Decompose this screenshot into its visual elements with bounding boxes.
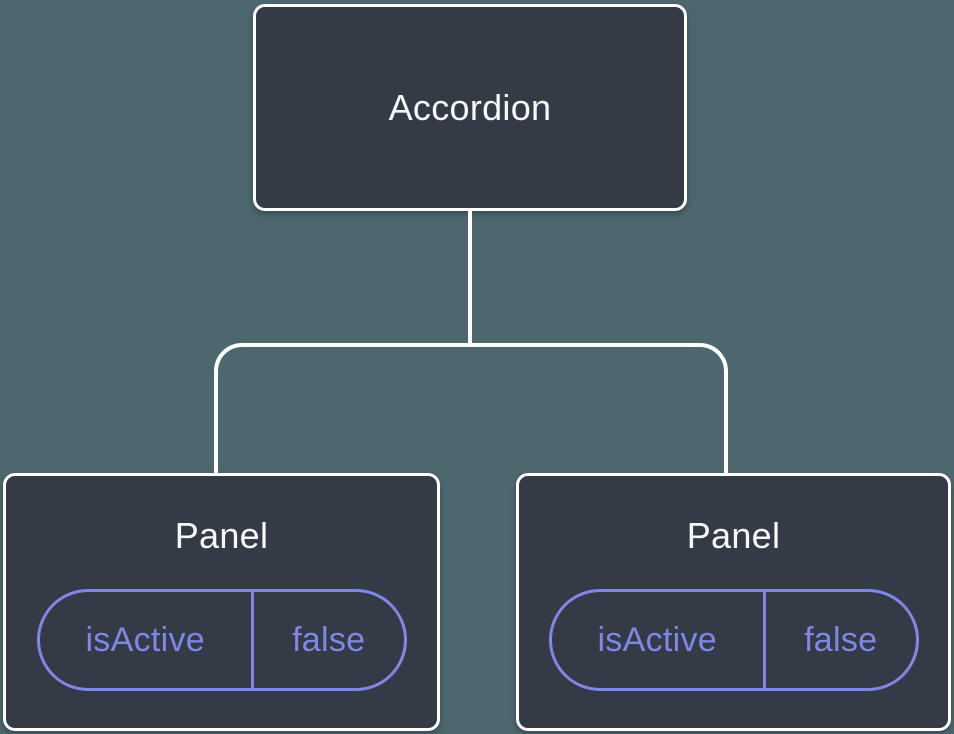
connector-stem-line [468, 209, 472, 347]
prop-value: false [292, 620, 366, 659]
node-label: Panel [174, 515, 269, 556]
prop-pill: isActive false [548, 589, 919, 691]
connector-branch-bracket [214, 343, 728, 473]
node-label: Accordion [388, 86, 552, 128]
prop-pill: isActive false [36, 589, 407, 691]
node-label: Panel [686, 515, 781, 556]
prop-name: isActive [552, 592, 766, 688]
tree-node-panel-right: Panel isActive false [516, 473, 951, 731]
prop-value: false [804, 620, 878, 659]
tree-node-accordion: Accordion [253, 4, 687, 211]
prop-name: isActive [40, 592, 254, 688]
tree-node-panel-left: Panel isActive false [3, 473, 440, 731]
